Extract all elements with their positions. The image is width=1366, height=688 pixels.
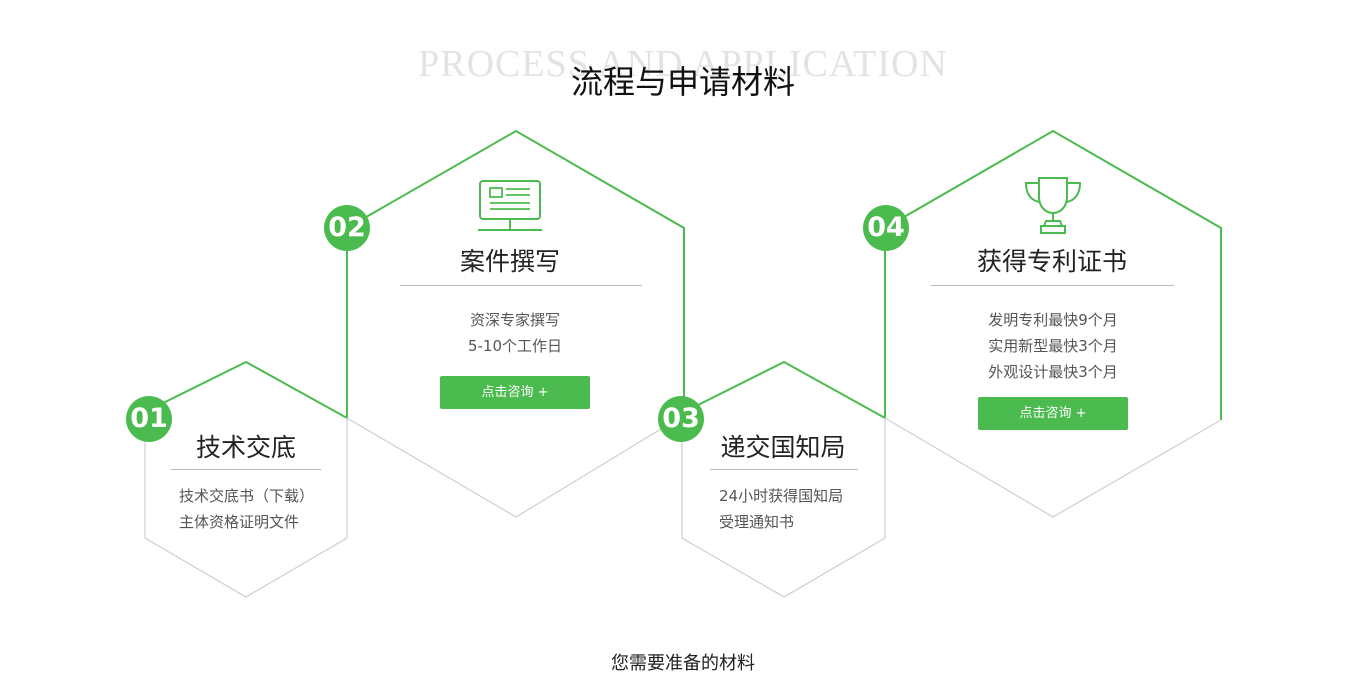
step-description-line[interactable]: 技术交底书（下载） xyxy=(179,487,315,505)
hexagon-step-4 xyxy=(884,129,1222,518)
step-description-line: 外观设计最快3个月 xyxy=(988,363,1118,381)
step-number-badge: 01 xyxy=(126,396,172,442)
step-description-line: 5-10个工作日 xyxy=(467,337,563,355)
step-number-badge: 02 xyxy=(324,205,370,251)
step-number-badge: 03 xyxy=(658,396,704,442)
step-divider xyxy=(171,469,321,470)
trophy-icon xyxy=(1024,177,1082,234)
step-title: 案件撰写 xyxy=(459,247,560,276)
step-divider xyxy=(710,469,858,470)
step-divider xyxy=(400,285,642,286)
background-title: PROCESS AND APPLICATION xyxy=(418,43,948,85)
step-number-badge: 04 xyxy=(863,205,909,251)
step-description: 24小时获得国知局 受理通知书 xyxy=(719,483,843,535)
materials-heading: 您需要准备的材料 xyxy=(611,653,755,674)
step-description-line: 发明专利最快9个月 xyxy=(988,311,1118,329)
step-description-line: 受理通知书 xyxy=(719,513,795,531)
step-title: 获得专利证书 xyxy=(976,247,1127,276)
step-description-line: 24小时获得国知局 xyxy=(719,487,844,505)
hexagon-step-1 xyxy=(144,360,348,598)
hexagon-step-2 xyxy=(346,129,685,518)
step-description-line: 实用新型最快3个月 xyxy=(988,337,1118,355)
step-description: 资深专家撰写 5-10个工作日 xyxy=(400,307,630,359)
step-description: 发明专利最快9个月 实用新型最快3个月 外观设计最快3个月 xyxy=(938,307,1168,385)
step-description-line: 主体资格证明文件 xyxy=(179,513,300,531)
step-title: 技术交底 xyxy=(195,433,296,462)
step-description: 技术交底书（下载） 主体资格证明文件 xyxy=(179,483,314,535)
consult-button[interactable]: 点击咨询 + xyxy=(978,397,1128,430)
step-description-line: 资深专家撰写 xyxy=(469,311,560,329)
consult-button[interactable]: 点击咨询 + xyxy=(440,376,590,409)
page-title: 流程与申请材料 xyxy=(570,63,795,101)
step-divider xyxy=(931,285,1174,286)
step-title: 递交国知局 xyxy=(720,433,846,462)
hexagon-step-3 xyxy=(681,360,886,598)
monitor-icon xyxy=(478,180,542,231)
